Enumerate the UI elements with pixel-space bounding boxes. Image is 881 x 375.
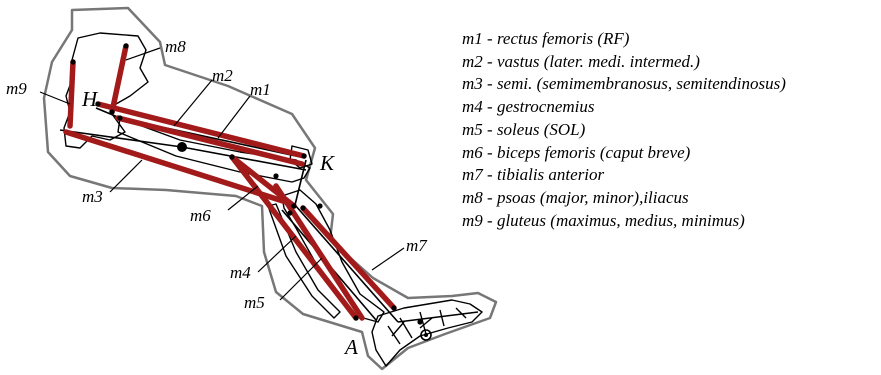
tibia [282, 190, 384, 322]
muscle-legend: m1 - rectus femoris (RF) m2 - vastus (la… [462, 28, 786, 232]
legend-item-m7: m7 - tibialis anterior [462, 164, 786, 187]
segment-lines [60, 108, 478, 322]
label-m1: m1 [250, 80, 271, 99]
label-m9: m9 [6, 79, 27, 98]
label-m6: m6 [190, 206, 211, 225]
label-m2: m2 [212, 66, 233, 85]
legend-item-m5: m5 - soleus (SOL) [462, 119, 786, 142]
muscle-m9-gluteus [70, 62, 73, 126]
joint-label-ankle: A [343, 335, 358, 359]
legend-item-m2: m2 - vastus (later. medi. intermed.) [462, 51, 786, 74]
knee-joint-center [177, 142, 187, 152]
joint-label-knee: K [319, 151, 335, 175]
legend-item-m9: m9 - gluteus (maximus, medius, minimus) [462, 210, 786, 233]
foot [372, 300, 482, 366]
label-m4: m4 [230, 263, 251, 282]
label-m5: m5 [244, 293, 265, 312]
legend-item-m3: m3 - semi. (semimembranosus, semitendino… [462, 73, 786, 96]
label-m7: m7 [406, 236, 428, 255]
label-m8: m8 [165, 37, 186, 56]
legend-item-m1: m1 - rectus femoris (RF) [462, 28, 786, 51]
pelvis [64, 33, 148, 148]
label-m3: m3 [82, 187, 103, 206]
joint-label-hip: H [81, 87, 99, 111]
legend-item-m4: m4 - gestrocnemius [462, 96, 786, 119]
muscle-m1-rectus-femoris [98, 104, 304, 156]
legend-item-m6: m6 - biceps femoris (caput breve) [462, 142, 786, 165]
legend-item-m8: m8 - psoas (major, minor),iliacus [462, 187, 786, 210]
